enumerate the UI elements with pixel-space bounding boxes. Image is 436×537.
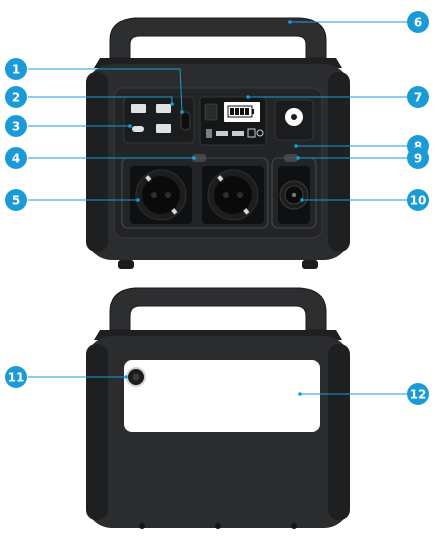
front-view [86, 17, 350, 269]
callout-badge: 2 [5, 86, 27, 108]
battery-icon [227, 105, 254, 118]
callout-leaders [28, 21, 408, 395]
callout-number: 11 [8, 371, 25, 385]
rear-carry-handle [109, 287, 327, 331]
callout-badge: 9 [407, 147, 429, 169]
callout-number: 5 [12, 194, 20, 208]
callout-number: 6 [414, 16, 422, 30]
callout-badge: 1 [5, 58, 27, 80]
callout-number: 1 [12, 63, 20, 77]
foot [302, 260, 318, 269]
screw [139, 523, 145, 529]
callout-leader [28, 68, 183, 113]
power-button[interactable] [180, 111, 191, 131]
callout-number: 4 [12, 152, 20, 166]
usb-c-port[interactable] [132, 126, 144, 132]
callout-badge: 11 [5, 366, 27, 388]
callout-number: 9 [414, 152, 422, 166]
callout-dots [124, 20, 304, 396]
callout-badge: 5 [5, 189, 27, 211]
foot [118, 260, 134, 269]
callout-badge: 6 [407, 11, 429, 33]
callout-leader [28, 96, 173, 104]
screw [291, 523, 297, 529]
carry-handle [109, 17, 327, 59]
screw [215, 523, 221, 529]
usb-a-port[interactable] [131, 104, 146, 113]
car-outlet-area [271, 157, 317, 229]
callout-number: 3 [12, 120, 20, 134]
rear-view [86, 287, 350, 529]
callout-number: 2 [12, 91, 20, 105]
callout-number: 12 [410, 388, 427, 402]
lcd-side-indicator [204, 103, 218, 121]
usb-a-port[interactable] [156, 124, 171, 133]
ac-outlet[interactable] [130, 166, 192, 224]
callout-badge: 3 [5, 115, 27, 137]
callout-number: 7 [414, 91, 422, 105]
callout-number: 8 [414, 140, 422, 154]
callout-number: 10 [410, 194, 427, 208]
callout-badge: 4 [5, 147, 27, 169]
ac-outlet[interactable] [202, 166, 264, 224]
callout-badge: 7 [407, 86, 429, 108]
usb-a-port[interactable] [156, 104, 171, 113]
car-outlet[interactable] [278, 166, 310, 224]
callout-badge: 12 [407, 383, 429, 405]
rear-label-area [124, 360, 320, 432]
lcd-bottom-icons [206, 128, 264, 138]
callout-badge: 10 [407, 189, 429, 211]
